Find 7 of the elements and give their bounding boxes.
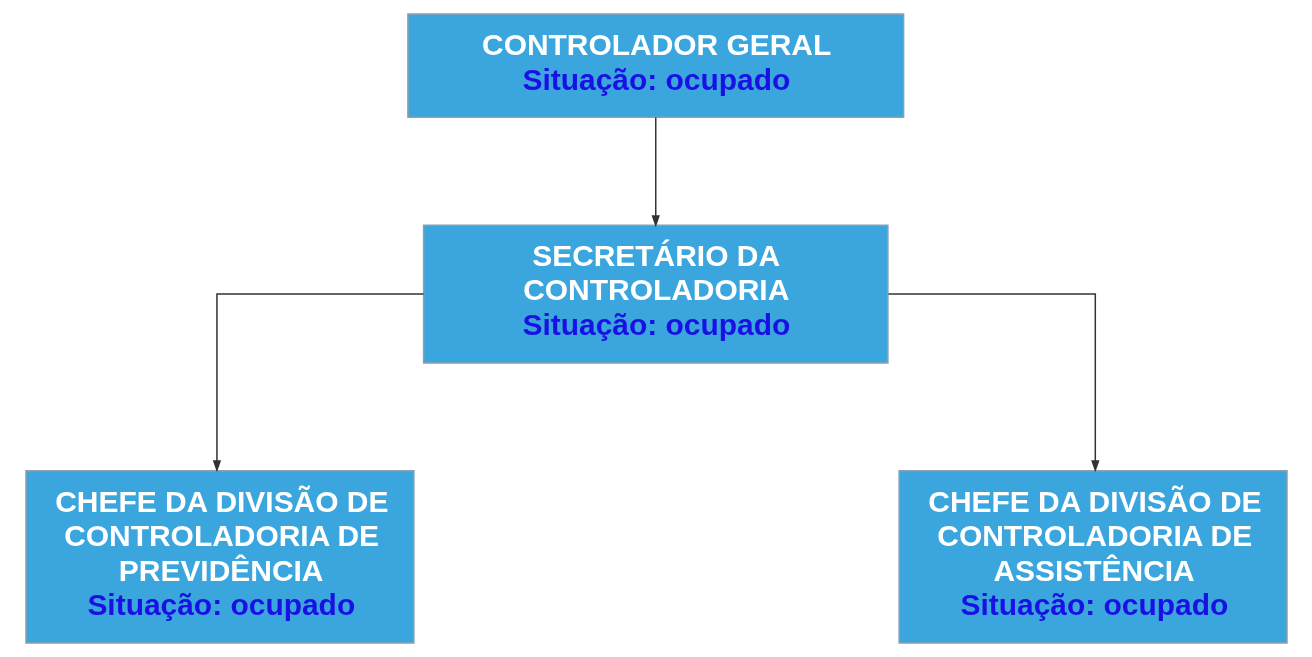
arrow xyxy=(887,293,1099,473)
node-box: SECRETÁRIO DA CONTROLADORIA Situação: ocupado xyxy=(422,224,889,364)
arrow xyxy=(651,116,660,228)
arrow xyxy=(212,293,424,473)
node-box: CONTROLADOR GERAL Situação: ocupado xyxy=(406,13,904,119)
node-box: CHEFE DA DIVISÃO DE CONTROLADORIA DE PREVIDÊNCIA Situação: ocupado xyxy=(24,470,415,644)
node-box: CHEFE DA DIVISÃO DE CONTROLADORIA DE ASSISTÊNCIA Situação: ocupado xyxy=(897,470,1288,644)
